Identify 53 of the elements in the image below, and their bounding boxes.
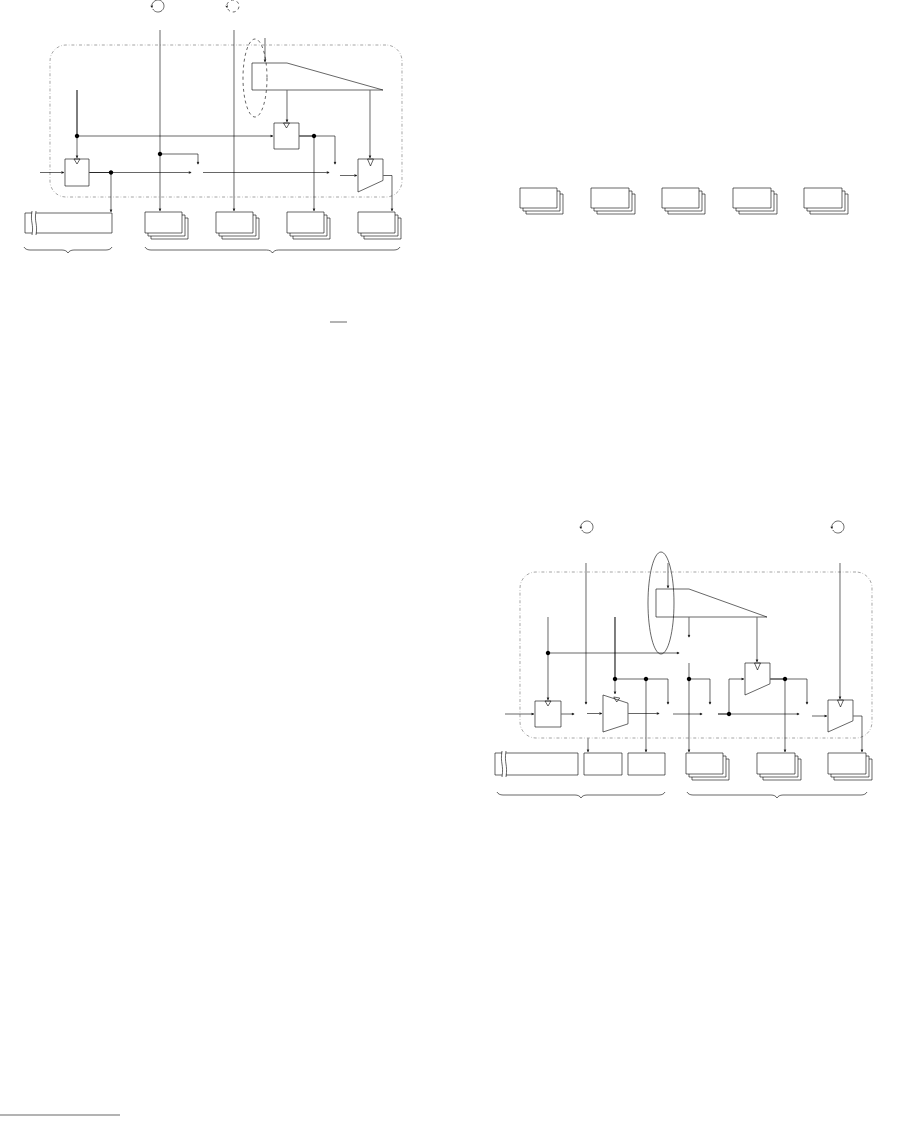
arrow [299,135,337,165]
memory-box [583,752,623,776]
register-box [534,700,562,728]
arrow [853,715,864,753]
memory-bar [494,750,579,778]
arrow [666,562,670,589]
arrow [687,617,691,638]
arrow [770,678,809,705]
arrow [504,712,535,716]
card-stack [827,752,873,781]
multiplexer [827,699,854,733]
arrow [89,171,192,174]
card-stack [286,211,331,240]
arrow [755,617,759,663]
card-stack [685,752,730,781]
memory-bar [24,210,113,236]
card-stack [215,211,260,240]
card-stack [661,187,706,215]
multiplexer [602,694,629,733]
rom-block [251,62,384,91]
rom-block [655,588,768,618]
register-box [273,122,300,150]
arrow [586,738,590,753]
arrow [628,712,660,715]
arrow [811,714,828,718]
arrow [561,712,575,716]
multiplexer [357,158,384,193]
card-stack [756,752,802,781]
card-stack [519,187,564,215]
dashed-region [519,571,873,739]
card-stack [144,211,189,240]
card-stack [357,211,402,240]
arrow [339,174,358,177]
card-stack [803,187,849,215]
arrow [285,90,289,123]
arrow [76,89,274,138]
arrow [614,616,648,753]
register-box [64,158,90,187]
arrow [546,616,550,701]
arrow [368,90,372,159]
arrow [383,175,394,212]
arrow [263,37,267,63]
arrow [158,29,162,212]
card-stack [590,187,636,215]
memory-box [627,752,666,776]
arrow [586,712,603,715]
multiplexer [744,662,771,696]
card-stack [732,187,778,215]
arrow [232,29,236,212]
arrow [838,562,842,700]
arrow [687,662,691,753]
dashed-region [49,44,403,198]
arrow [39,171,65,174]
